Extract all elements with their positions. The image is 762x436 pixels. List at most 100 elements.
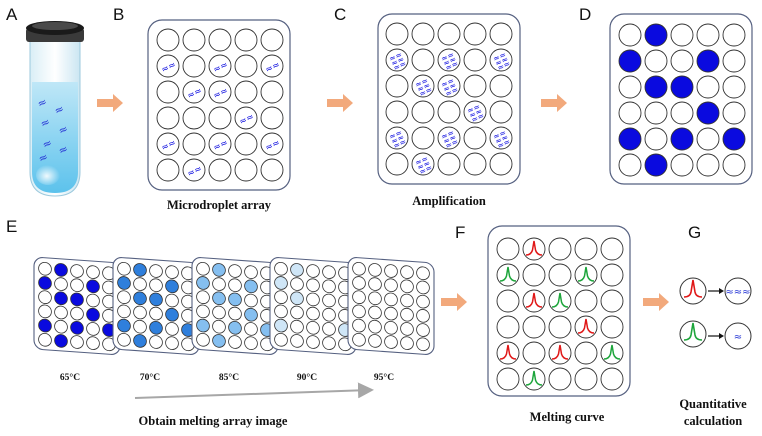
caption-quantitative: Quantitative <box>679 397 747 411</box>
droplet <box>196 304 210 319</box>
droplet <box>368 263 382 277</box>
droplet <box>368 319 382 334</box>
caption-calculation: calculation <box>684 414 742 428</box>
panel-label-g: G <box>688 223 701 242</box>
droplet <box>306 264 320 278</box>
droplet <box>411 74 435 98</box>
red-melting-peak <box>683 279 703 298</box>
droplet <box>618 127 642 151</box>
grid-f <box>496 237 624 391</box>
droplet <box>385 126 409 150</box>
droplet <box>618 75 642 99</box>
droplet <box>208 54 232 78</box>
droplet <box>400 307 414 322</box>
droplet <box>212 319 226 334</box>
droplet <box>182 106 206 130</box>
droplet <box>274 318 288 333</box>
droplet <box>489 48 513 72</box>
droplet <box>133 334 147 348</box>
droplet <box>644 49 668 73</box>
droplet <box>156 158 180 182</box>
droplet <box>165 322 179 336</box>
droplet <box>437 22 461 46</box>
sample-tube: ≈ ≈ ≈ ≈ ≈ ≈ ≈ <box>26 21 84 197</box>
droplet <box>70 335 84 349</box>
droplet <box>244 322 258 336</box>
droplet <box>489 74 513 98</box>
droplet <box>54 291 68 306</box>
temperature-label: 85°C <box>219 372 239 383</box>
droplet <box>618 23 642 47</box>
droplet <box>234 54 258 78</box>
droplet <box>38 318 52 333</box>
droplet <box>260 132 284 156</box>
red-melting-peak <box>525 292 543 308</box>
droplet <box>208 28 232 52</box>
red-melting-peak <box>499 344 517 360</box>
melting-array-90c <box>269 257 357 355</box>
droplet <box>463 48 487 72</box>
droplet <box>156 54 180 78</box>
droplet <box>208 132 232 156</box>
droplet <box>234 132 258 156</box>
droplet <box>165 336 179 350</box>
droplet <box>274 332 288 347</box>
droplet <box>384 264 398 278</box>
droplet <box>156 106 180 130</box>
droplet <box>722 153 746 177</box>
droplet <box>368 334 382 348</box>
droplet <box>437 152 461 176</box>
droplet <box>385 48 409 72</box>
droplet <box>196 332 210 347</box>
droplet <box>228 264 242 278</box>
droplet <box>400 265 414 279</box>
droplet <box>165 307 179 322</box>
droplet <box>489 22 513 46</box>
droplet <box>86 293 100 308</box>
droplet <box>290 334 304 348</box>
droplet <box>644 153 668 177</box>
droplet <box>322 322 336 336</box>
droplet <box>437 74 461 98</box>
droplet <box>722 127 746 151</box>
droplet <box>234 158 258 182</box>
green-melting-peak <box>577 266 595 282</box>
droplet <box>400 336 414 350</box>
droplet <box>212 305 226 320</box>
droplet <box>384 278 398 293</box>
droplet <box>260 54 284 78</box>
droplet <box>600 263 624 287</box>
droplet <box>416 294 430 309</box>
droplet <box>400 293 414 308</box>
droplet <box>322 307 336 322</box>
droplet <box>244 293 258 308</box>
droplet <box>86 322 100 336</box>
droplet <box>228 320 242 335</box>
droplet <box>489 100 513 124</box>
long-dna-fragment-glyph: ≈≈≈ <box>725 287 750 298</box>
droplet <box>416 323 430 337</box>
droplet <box>290 305 304 320</box>
droplet <box>70 292 84 307</box>
droplet <box>117 290 131 304</box>
droplet <box>437 100 461 124</box>
droplet <box>411 100 435 124</box>
droplet <box>234 106 258 130</box>
droplet <box>463 152 487 176</box>
droplet <box>182 54 206 78</box>
melting-array-stack <box>33 257 435 355</box>
droplet <box>196 290 210 304</box>
droplet <box>385 22 409 46</box>
droplet <box>322 279 336 294</box>
droplet <box>384 320 398 335</box>
droplet <box>212 277 226 291</box>
droplet <box>149 320 163 335</box>
caption-amplification: Amplification <box>412 194 486 208</box>
droplet <box>368 291 382 306</box>
droplet <box>463 22 487 46</box>
droplet <box>489 152 513 176</box>
droplet <box>306 335 320 349</box>
droplet <box>86 279 100 294</box>
droplet <box>274 304 288 319</box>
droplet <box>670 49 694 73</box>
